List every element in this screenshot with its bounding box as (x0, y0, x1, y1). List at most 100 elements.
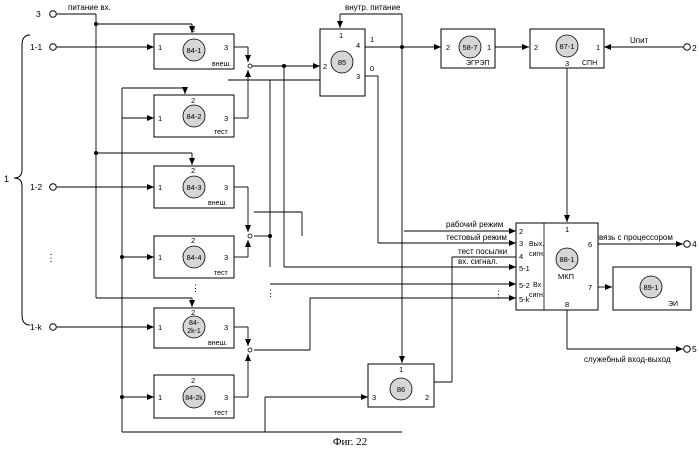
svg-text:86: 86 (397, 385, 405, 394)
svg-text:5-2: 5-2 (519, 281, 530, 290)
svg-text:3: 3 (224, 43, 228, 52)
internal-supply-label: внутр. питание (345, 3, 401, 12)
svg-text:1: 1 (596, 43, 600, 52)
svg-text:1: 1 (339, 31, 343, 40)
svg-text:внеш.: внеш. (208, 340, 227, 347)
svg-text:Вх: Вх (533, 282, 542, 289)
svg-text:2: 2 (191, 376, 195, 385)
svg-text:1: 1 (158, 393, 162, 402)
dots-mid: ⋮ (191, 283, 200, 293)
svg-text:внеш.: внеш. (212, 61, 231, 68)
svg-text:3: 3 (519, 239, 523, 248)
terminal-1-k-label: 1-k (30, 322, 43, 332)
svg-text:6: 6 (588, 240, 592, 249)
svg-text:тест: тест (214, 129, 229, 136)
svg-text:1: 1 (487, 43, 491, 52)
terminal-5-label: 5 (692, 344, 697, 354)
terminal-4-label: 4 (692, 239, 697, 249)
figure-caption: Фиг. 22 (333, 436, 367, 448)
block-84-2: 84-2 2 1 3 тест (154, 95, 234, 137)
svg-text:ЭИ: ЭИ (668, 301, 678, 308)
svg-text:1: 1 (158, 323, 162, 332)
svg-text:2: 2 (425, 393, 429, 402)
svg-text:2k-1: 2k-1 (187, 328, 201, 335)
dots-right: ⋮ (494, 289, 503, 299)
svg-text:2: 2 (323, 62, 327, 71)
svg-text:сигн.: сигн. (529, 251, 545, 258)
test-mode-label: тестовый режим (446, 233, 507, 242)
svg-text:МКП: МКП (558, 272, 574, 281)
block-86: 86 1 3 2 (368, 364, 434, 407)
svg-text:88-1: 88-1 (559, 255, 574, 264)
block-58-7: 58-7 2 1 ЭГРЭП (441, 29, 495, 68)
svg-text:тест: тест (214, 270, 229, 277)
work-mode-label: рабочий режим (446, 220, 503, 229)
svg-text:58-7: 58-7 (462, 43, 477, 52)
group-label-1: 1 (4, 174, 9, 184)
svg-text:84-4: 84-4 (186, 253, 201, 262)
svg-text:84-2k: 84-2k (185, 395, 203, 402)
svg-text:1: 1 (158, 183, 162, 192)
service-io-label: служебный вход-выход (584, 355, 671, 364)
svg-text:7: 7 (588, 283, 592, 292)
svg-text:5-1: 5-1 (519, 264, 530, 273)
svg-text:сигн.: сигн. (529, 292, 545, 299)
block-84-3: 84-3 2 1 3 внеш. (154, 166, 234, 208)
svg-text:4: 4 (519, 252, 523, 261)
u-pit-label: Uпит (630, 36, 649, 45)
svg-text:тест: тест (214, 410, 229, 417)
svg-text:85: 85 (338, 58, 346, 67)
svg-text:2: 2 (191, 236, 195, 245)
test-send-label: тест посылки (458, 247, 507, 256)
dots-left: ⋮ (46, 253, 56, 264)
svg-text:4: 4 (356, 41, 360, 50)
svg-text:1: 1 (565, 225, 569, 234)
svg-text:СПН: СПН (582, 60, 597, 67)
cpu-link-label: связь с процессором (595, 233, 673, 242)
block-84-2k-1: 84- 2k-1 2 1 3 внеш. (154, 308, 234, 348)
svg-text:84-1: 84-1 (186, 46, 201, 55)
supply-in-label: питание вх. (68, 3, 111, 12)
dots-mid2: ⋮ (266, 288, 275, 298)
terminal-2-label: 2 (692, 43, 697, 53)
svg-text:3: 3 (372, 393, 376, 402)
svg-text:84-: 84- (189, 320, 200, 327)
terminal-1-1-label: 1-1 (30, 42, 43, 52)
svg-text:89-1: 89-1 (643, 283, 658, 292)
svg-text:ЭГРЭП: ЭГРЭП (466, 60, 490, 67)
svg-text:3: 3 (224, 253, 228, 262)
svg-text:Вых.: Вых. (529, 241, 544, 248)
switch-symbols (248, 64, 252, 352)
svg-text:1: 1 (399, 365, 403, 374)
svg-text:84-3: 84-3 (186, 183, 201, 192)
svg-text:3: 3 (356, 72, 360, 81)
block-87-1: 87-1 2 1 3 СПН (530, 29, 604, 68)
svg-text:8: 8 (565, 300, 569, 309)
svg-text:1: 1 (370, 35, 374, 44)
svg-text:2: 2 (191, 308, 195, 317)
in-signal-label: вх. сигнал. (458, 257, 498, 266)
svg-text:2: 2 (534, 43, 538, 52)
input-group-brace (14, 35, 30, 325)
block-84-1: 84-1 2 1 3 внеш. (154, 25, 234, 69)
svg-text:2: 2 (191, 25, 195, 34)
svg-text:3: 3 (224, 323, 228, 332)
block-85: 85 1 2 4 3 1 0 (320, 29, 374, 96)
svg-text:3: 3 (224, 393, 228, 402)
svg-text:1: 1 (158, 114, 162, 123)
svg-text:0: 0 (370, 64, 374, 73)
svg-text:2: 2 (519, 227, 523, 236)
terminal-3-label: 3 (36, 9, 41, 19)
svg-text:87-1: 87-1 (559, 42, 574, 51)
terminal-1-2-label: 1-2 (30, 182, 43, 192)
svg-text:1: 1 (158, 253, 162, 262)
block-84-2k: 84-2k 2 1 3 тест (154, 375, 234, 418)
svg-text:2: 2 (191, 166, 195, 175)
svg-text:3: 3 (224, 114, 228, 123)
block-84-4: 84-4 2 1 3 тест (154, 236, 234, 278)
svg-text:84-2: 84-2 (186, 112, 201, 121)
svg-text:3: 3 (565, 59, 569, 68)
block-89-1: 89-1 ЭИ (613, 267, 691, 310)
block-88-1-mkp: 88-1 МКП 1 6 7 8 2 3 4 5-1 5-2 5-k Вых. … (516, 223, 598, 310)
